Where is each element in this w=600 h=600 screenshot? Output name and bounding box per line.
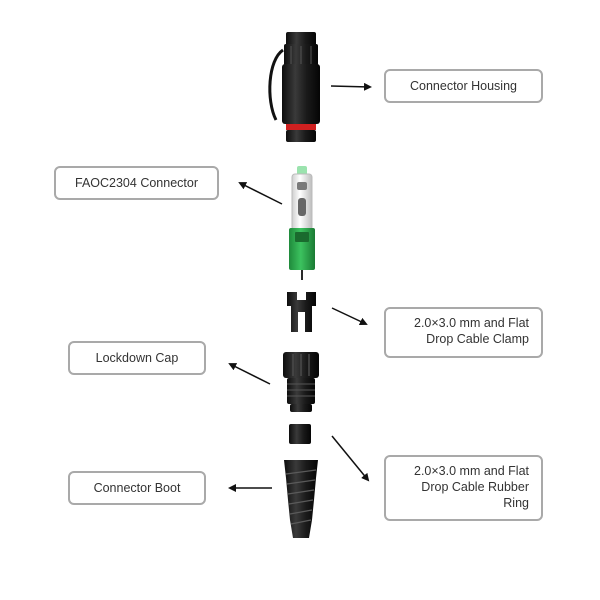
label-cable-clamp-line-1: 2.0×3.0 mm and Flat bbox=[414, 316, 529, 330]
connector-housing-part bbox=[268, 32, 320, 142]
label-faoc2304-connector-text: FAOC2304 Connector bbox=[75, 176, 198, 190]
label-faoc2304-connector: FAOC2304 Connector bbox=[54, 166, 219, 200]
lockdown-cap-part bbox=[283, 352, 319, 412]
rubber-ring-part bbox=[289, 424, 311, 444]
label-rubber-ring-line-3: Ring bbox=[503, 496, 529, 510]
faoc2304-connector-part bbox=[289, 166, 315, 280]
arrow-faoc-connector bbox=[238, 182, 283, 205]
label-connector-boot: Connector Boot bbox=[68, 471, 206, 505]
label-rubber-ring: 2.0×3.0 mm and Flat Drop Cable Rubber Ri… bbox=[384, 455, 543, 521]
label-connector-housing: Connector Housing bbox=[384, 69, 543, 103]
label-connector-boot-text: Connector Boot bbox=[93, 481, 181, 495]
arrow-lockdown-cap bbox=[228, 363, 271, 385]
label-connector-housing-text: Connector Housing bbox=[409, 79, 517, 93]
label-cable-clamp: 2.0×3.0 mm and Flat Drop Cable Clamp bbox=[384, 307, 543, 358]
arrow-rubber-ring bbox=[331, 435, 370, 482]
label-rubber-ring-line-1: 2.0×3.0 mm and Flat bbox=[414, 464, 529, 478]
label-lockdown-cap-text: Lockdown Cap bbox=[95, 351, 179, 365]
label-rubber-ring-line-2: Drop Cable Rubber bbox=[421, 480, 529, 494]
cable-clamp-part bbox=[287, 292, 316, 332]
label-cable-clamp-line-2: Drop Cable Clamp bbox=[426, 332, 529, 346]
arrow-cable-clamp bbox=[331, 307, 368, 326]
label-lockdown-cap: Lockdown Cap bbox=[68, 341, 206, 375]
connector-boot-part bbox=[284, 460, 318, 538]
arrow-connector-housing bbox=[330, 82, 372, 91]
